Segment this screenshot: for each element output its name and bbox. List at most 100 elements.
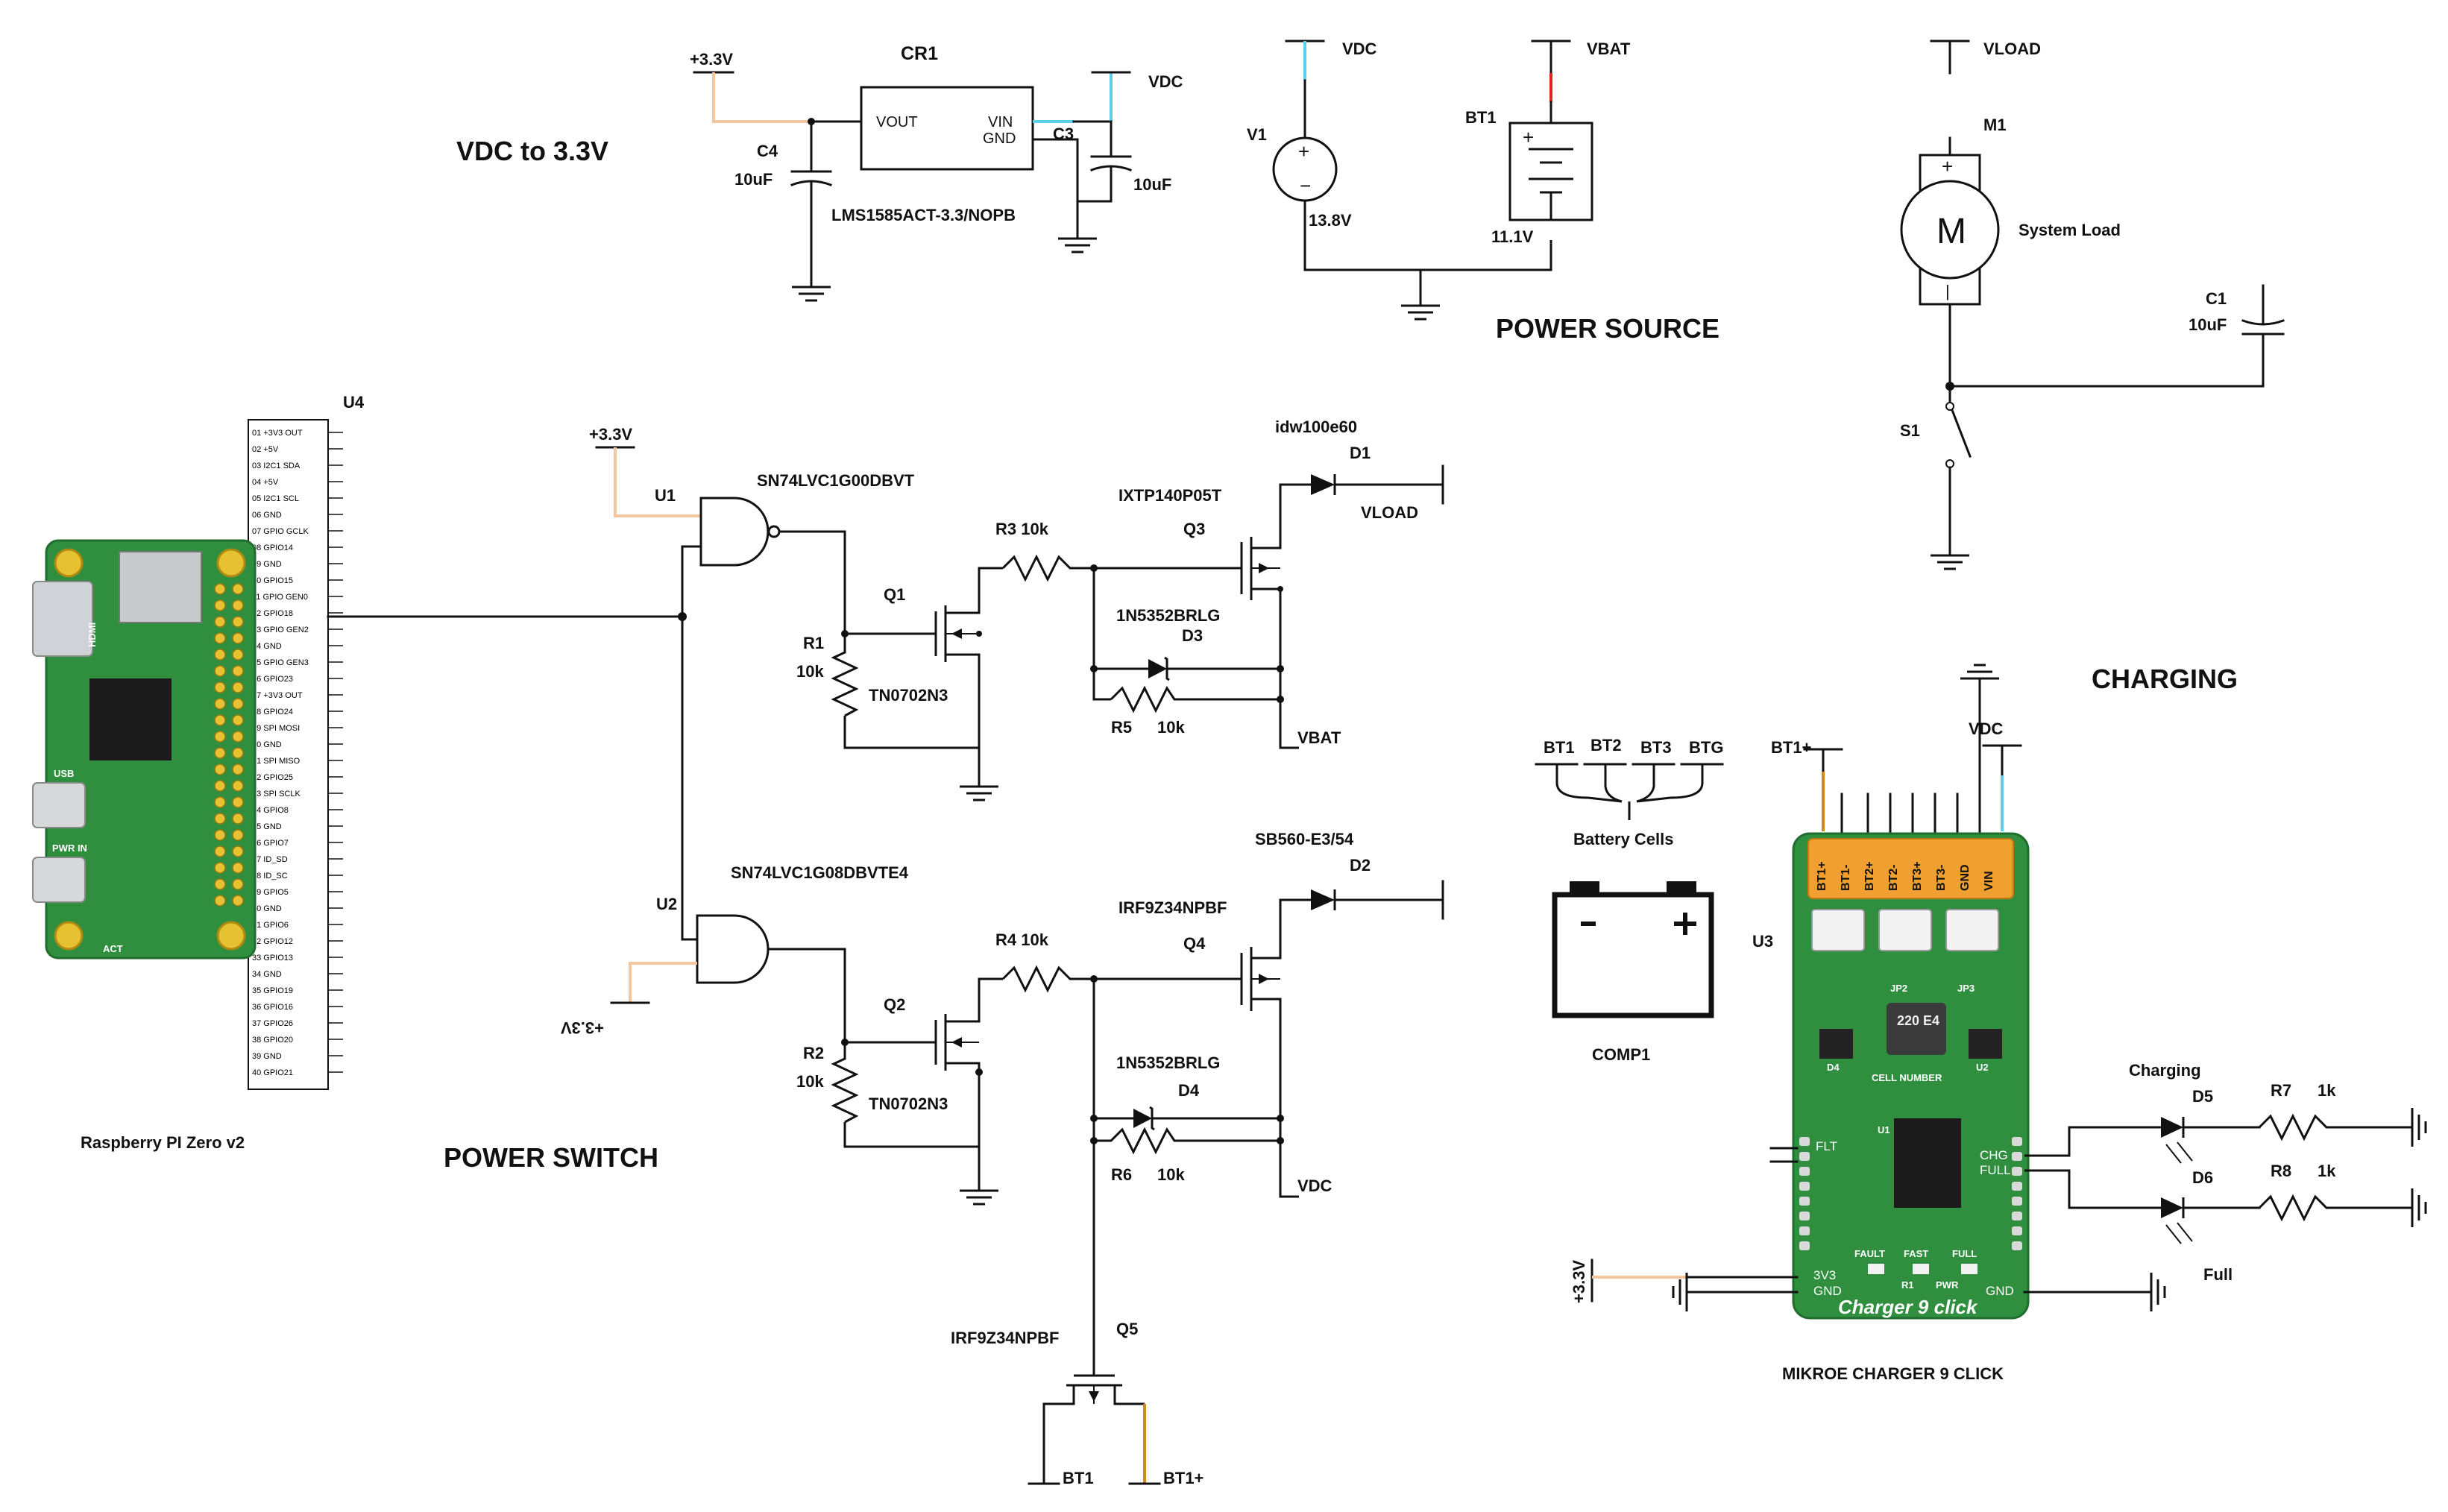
d4-part: 1N5352BRLG <box>1116 1053 1220 1072</box>
header-pin-label: 34 GND <box>252 970 282 979</box>
wire-q2-source <box>945 1062 981 1191</box>
wire-r2-bottom <box>843 1122 979 1148</box>
gpio-pad <box>214 665 226 677</box>
gpio-pad <box>214 714 226 726</box>
gpio-pad <box>214 878 226 890</box>
cell-bundle <box>1555 764 1704 820</box>
ground-symbol <box>958 785 1000 801</box>
d4-ref: D4 <box>1178 1081 1200 1100</box>
header-pin-label: 13 GPIO GEN2 <box>252 626 309 634</box>
u2-silk: U2 <box>1976 1062 1989 1073</box>
junction <box>1277 1115 1284 1122</box>
junction <box>1277 665 1284 672</box>
gpio-pad <box>214 583 226 595</box>
wire-full <box>2024 1169 2161 1209</box>
side-pad <box>1799 1182 1810 1191</box>
side-pad <box>1799 1167 1810 1176</box>
header-pin-label: 28 ID_SC <box>252 872 288 881</box>
mount-hole <box>216 548 246 578</box>
d3-part: 1N5352BRLG <box>1116 606 1220 625</box>
cell-label-bt2: BT2 <box>1590 736 1622 755</box>
charger-name: MIKROE CHARGER 9 CLICK <box>1782 1364 2004 1383</box>
fast-silk: FAST <box>1904 1248 1928 1259</box>
bt1-net: VBAT <box>1587 40 1631 58</box>
diode-d2 <box>1311 889 1335 910</box>
net-vdc-switch: VDC <box>1297 1176 1332 1195</box>
q5-net-a: BT1 <box>1063 1469 1094 1487</box>
q3-part: IXTP140P05T <box>1118 486 1222 505</box>
resistor-r8 <box>2258 1194 2412 1222</box>
zener-d3 <box>1148 659 1167 678</box>
mount-hole <box>54 548 84 578</box>
header-pin-label: 31 GPIO6 <box>252 921 289 930</box>
v1-ref: V1 <box>1247 125 1267 144</box>
jst-connector <box>1811 909 1865 951</box>
r8-value: 1k <box>2318 1162 2336 1180</box>
mount-hole <box>216 921 246 951</box>
header-pin-label: 32 GPIO12 <box>252 937 293 946</box>
gpio-pad <box>232 681 244 693</box>
header-pin-label: 04 +5V <box>252 478 279 487</box>
usb-port <box>32 782 86 828</box>
wire-u1-out <box>779 530 846 634</box>
d1-ref: D1 <box>1350 444 1371 462</box>
battery-pack-icon <box>1552 892 1714 1018</box>
u1-silk: U1 <box>1878 1124 1890 1135</box>
header-pin-label: 06 GND <box>252 511 282 520</box>
wire-gate-inputs <box>681 546 697 941</box>
ground-symbol <box>1959 664 2001 680</box>
wire-q5-a <box>1042 1385 1075 1484</box>
c1-ref: C1 <box>2206 289 2227 308</box>
regulator-cr1 <box>860 86 1034 171</box>
q5-net-b: BT1+ <box>1163 1469 1203 1487</box>
soc-chip <box>89 678 172 760</box>
motor-glyph: M <box>1936 212 1966 251</box>
resistor-r6 <box>1094 1127 1280 1155</box>
charger-top-pin-label: BT2- <box>1887 864 1900 891</box>
gpio-pad <box>214 649 226 661</box>
ground-symbol <box>2150 1271 2166 1313</box>
gpio-pad <box>232 747 244 759</box>
wire-q3-drain <box>1251 483 1311 549</box>
d5-ref: D5 <box>2192 1087 2213 1106</box>
r8-ref: R8 <box>2271 1162 2291 1180</box>
gpio-pad <box>232 731 244 743</box>
led-ray <box>2177 1141 2193 1162</box>
side-pad <box>1799 1197 1810 1206</box>
r1-ref: R1 <box>803 634 824 652</box>
header-pin-label: 21 SPI MISO <box>252 757 301 766</box>
jst-connector <box>1878 909 1932 951</box>
battery-plus-sign-v <box>1683 913 1687 935</box>
r2-ref: R2 <box>803 1044 824 1062</box>
c4-ref: C4 <box>757 142 778 160</box>
ground-symbol <box>958 1189 1000 1206</box>
q1-arrow <box>951 629 962 639</box>
pin-flt: FLT <box>1816 1139 1837 1153</box>
zener-d4 <box>1133 1109 1152 1128</box>
led-ray <box>2165 1144 2182 1164</box>
s1-contact <box>1945 402 1954 411</box>
header-pin-label: 33 GPIO13 <box>252 954 293 963</box>
d4-silk: D4 <box>1827 1062 1840 1073</box>
d2-part: SB560-E3/54 <box>1255 830 1354 848</box>
header-pin-label: 37 GPIO26 <box>252 1019 293 1028</box>
header-pin-label: 38 GPIO20 <box>252 1036 293 1045</box>
led-d5 <box>2161 1117 2183 1138</box>
wire-c1 <box>1950 334 2265 388</box>
nand-gate-u1 <box>699 497 770 567</box>
gpio-pads <box>214 583 244 907</box>
cell-label-bt3: BT3 <box>1640 738 1672 757</box>
u2-ref: U2 <box>656 895 677 913</box>
cr1-ref: CR1 <box>901 43 938 64</box>
q1-part: TN0702N3 <box>869 686 948 705</box>
side-pad <box>1799 1212 1810 1220</box>
header-pin-label: 14 GND <box>252 642 282 651</box>
u2-part: SN74LVC1G08DBVTE4 <box>731 863 909 882</box>
wire-q2-drain <box>945 977 1003 1023</box>
side-pad <box>1799 1226 1810 1235</box>
q4-arrow <box>1259 974 1269 984</box>
jp3-label: JP3 <box>1957 983 1975 994</box>
header-pin-label: 02 +5V <box>252 445 279 454</box>
r5-ref: R5 <box>1111 718 1132 737</box>
